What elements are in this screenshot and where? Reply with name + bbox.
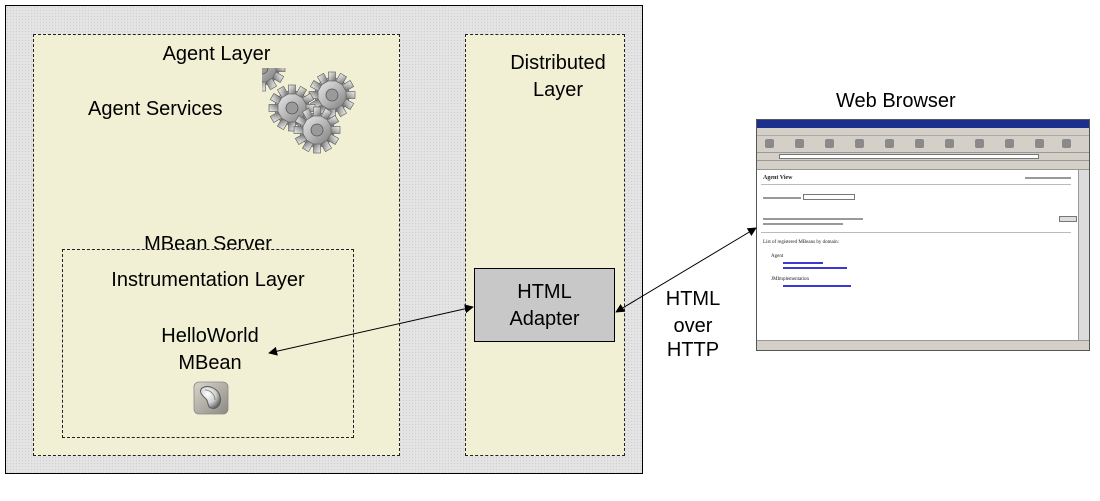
html-adapter-box: HTML Adapter [474,268,615,342]
distributed-layer-label-line1: Distributed [510,52,606,74]
helloworld-mbean-label-line2: MBean [178,352,242,374]
gears-icon [262,68,356,154]
browser-toolbar [757,136,1089,153]
html-adapter-label-line2: Adapter [509,307,580,330]
distributed-layer-label-line2: Layer [532,79,584,101]
browser-scrollbar [1078,170,1089,341]
browser-title-bar [757,120,1089,128]
browser-domain-1: Agent [771,254,784,259]
browser-menu-bar [757,128,1089,136]
distributed-layer-box [465,34,625,456]
protocol-label-line3: HTTP [666,339,720,361]
arrow-mbean-adapter [268,304,474,356]
html-adapter-label-line1: HTML [517,280,572,303]
browser-domain-0: JMImplementation [771,277,810,282]
bean-icon [193,381,229,415]
agent-layer-label: Agent Layer [162,43,271,65]
agent-services-label: Agent Services [88,98,223,120]
helloworld-mbean-label-line1: HelloWorld [161,325,259,347]
arrow-adapter-browser [615,227,757,313]
web-browser-label: Web Browser [836,90,956,112]
browser-status-bar [757,340,1089,350]
instrumentation-layer-label: Instrumentation Layer [111,269,305,291]
browser-content: Agent View List of registered MBeans by … [757,170,1079,341]
protocol-label-line2: over [673,315,713,337]
browser-links-bar [757,161,1089,170]
browser-page-heading: Agent View [763,175,793,181]
browser-mbean-list-heading: List of registered MBeans by domain: [763,240,839,245]
browser-window: Agent View List of registered MBeans by … [756,119,1090,351]
browser-address-bar [757,153,1089,161]
